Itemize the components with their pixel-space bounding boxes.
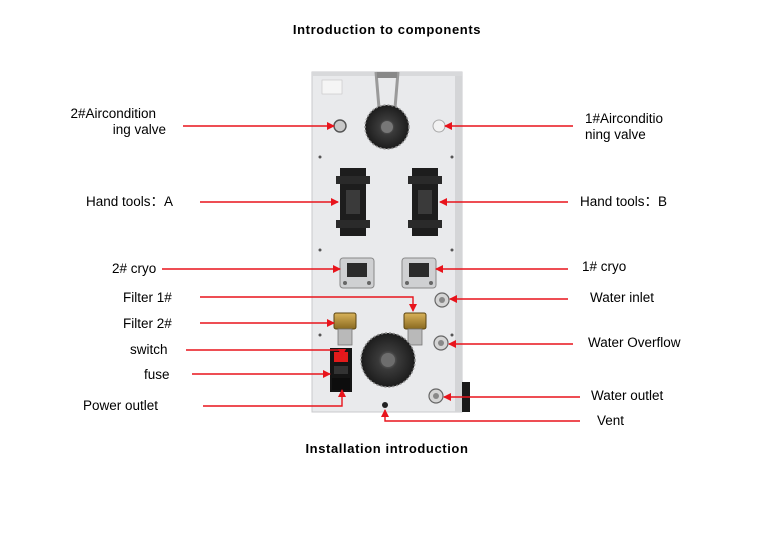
label-vent: Vent xyxy=(597,413,625,428)
label-water-outlet: Water outlet xyxy=(591,388,664,403)
filter-1 xyxy=(403,312,427,346)
filter-2 xyxy=(333,312,357,346)
arrow-power-outlet xyxy=(203,389,346,407)
label-valve-1-line2: ning valve xyxy=(585,127,646,142)
diagram-title: Introduction to components xyxy=(292,22,482,37)
label-filter-2: Filter 2# xyxy=(123,316,172,331)
water-outlet-fitting xyxy=(428,388,444,404)
bottom-fan xyxy=(360,332,416,388)
label-hand-tools-b: Hand tools：B xyxy=(580,194,668,209)
label-cryo-1: 1# cryo xyxy=(582,259,627,274)
water-overflow-fitting xyxy=(433,335,449,351)
label-valve-2-line1: 2#Aircondition xyxy=(70,106,156,121)
label-hand-tools-a: Hand tools：A xyxy=(86,194,174,209)
hand-tool-b-connector xyxy=(408,168,442,236)
label-valve-1-line1: 1#Airconditio xyxy=(585,111,664,126)
cryo-1-socket xyxy=(401,257,437,289)
water-inlet-fitting xyxy=(434,292,450,308)
annotation-arrows xyxy=(162,122,580,422)
arrow-vent xyxy=(381,409,580,422)
valve-1-knob xyxy=(432,119,446,133)
label-filter-1: Filter 1# xyxy=(123,290,172,305)
label-water-overflow: Water Overflow xyxy=(588,335,681,350)
valve-2-knob xyxy=(333,119,347,133)
label-cryo-2: 2# cryo xyxy=(112,261,157,276)
label-power-outlet: Power outlet xyxy=(83,398,159,413)
label-fuse: fuse xyxy=(144,367,170,382)
arrow-switch xyxy=(186,349,346,357)
top-fan xyxy=(364,71,410,150)
power-socket xyxy=(330,348,352,392)
arrow-filter-1 xyxy=(200,296,417,312)
label-water-inlet: Water inlet xyxy=(590,290,655,305)
vent-hole xyxy=(382,402,388,408)
label-valve-2-line2: ing valve xyxy=(112,122,166,137)
hand-tool-a-connector xyxy=(336,168,370,236)
diagram-caption: Installation introduction xyxy=(305,441,469,456)
cryo-2-socket xyxy=(339,257,375,289)
label-switch: switch xyxy=(130,342,168,357)
